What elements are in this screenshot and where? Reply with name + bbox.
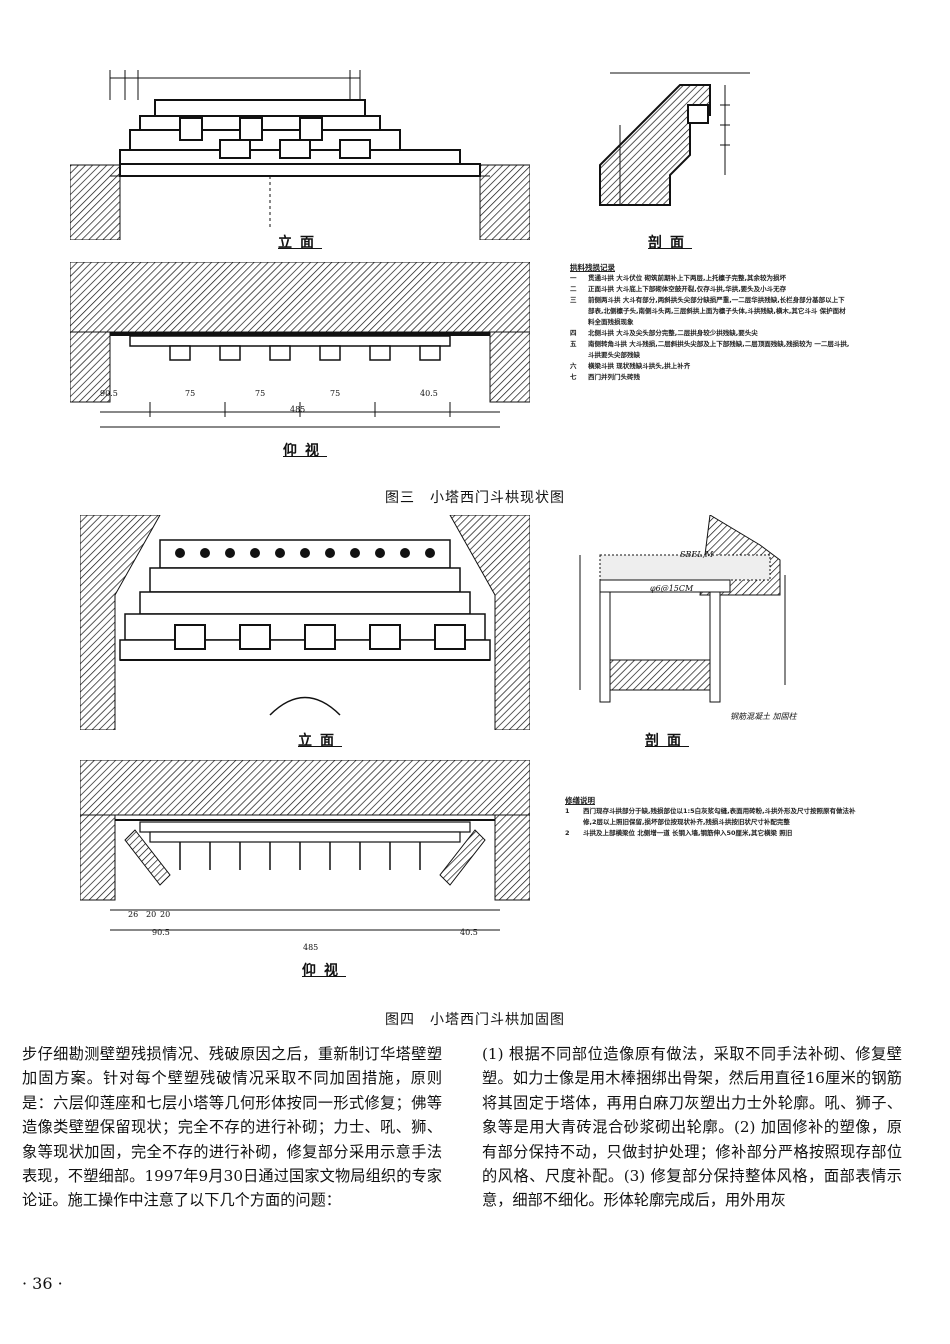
fig3-dim-mid-3: 75 (330, 389, 341, 398)
fig4-dim-right: 40.5 (460, 928, 478, 937)
fig3-caption: 图三 小塔西门斗栱现状图 (385, 490, 565, 506)
fig3-note-item: 三 前侧两斗拱 大斗有部分,两斜拱头尖部分缺损严重,一二层华拱残缺,长栏身部分基部… (570, 295, 850, 328)
note-num: 四 (570, 329, 577, 337)
fig3-plan-label: 仰视 (283, 443, 327, 459)
fig3-note-item: 六 横梁斗拱 现状残缺斗拱头,拱上补齐 (570, 361, 850, 372)
fig4-annotation-column: 钢筋混凝土 加固柱 (730, 712, 797, 721)
fig4-notes: 修缮说明 1 西门现存斗拱部分于缺,残损部位以1:5白灰浆勾缝,表面用砖粉,斗拱外… (565, 795, 865, 839)
note-num: 三 (570, 296, 577, 304)
fig4-notes-title: 修缮说明 (565, 796, 595, 805)
fig4-elevation-drawing (80, 515, 530, 730)
fig3-elevation-drawing (70, 60, 530, 240)
note-text: 前侧两斗拱 大斗有部分,两斜拱头尖部分缺损严重,一二层华拱残缺,长栏身部分基部以… (588, 296, 846, 326)
note-text: 正面斗拱 大斗底上下部砌体空鼓开裂,仅存斗拱,华拱,要头及小斗无存 (588, 285, 787, 293)
fig4-elevation-label: 立面 (298, 733, 342, 749)
fig4-plan-drawing (80, 760, 530, 940)
body-left-column: 步仔细勘测壁塑残损情况、残破原因之后，重新制订华塔壁塑加固方案。针对每个壁塑残破… (22, 1042, 442, 1213)
fig3-note-item: 五 南侧转角斗拱 大斗残损,二层斜拱头尖部及上下部残缺,二层顶面残缺,残损较为 一… (570, 339, 850, 361)
note-text: 南侧转角斗拱 大斗残损,二层斜拱头尖部及上下部残缺,二层顶面残缺,残损较为 一二… (588, 340, 850, 359)
fig4-dim-left: 90.5 (152, 928, 170, 937)
fig3-note-item: 一 贯通斗拱 大斗伏位 砌筑前期补上下两层,上托檩子完整,其余较为损坏 (570, 273, 850, 284)
note-text: 横梁斗拱 现状残缺斗拱头,拱上补齐 (588, 362, 691, 370)
note-num: 2 (565, 829, 570, 837)
fig4-note-item: 2 斗拱及上部横梁位 北侧增一道 长钢入墙,钢筋伸入50厘米,其它横梁 照旧 (565, 828, 865, 839)
fig3-note-item: 四 北侧斗拱 大斗及尖头部分完整,二层拱身较少拱残缺,要头尖 (570, 328, 850, 339)
note-num: 一 (570, 274, 577, 282)
fig4-dim-c: 20 (160, 910, 171, 919)
note-text: 北侧斗拱 大斗及尖头部分完整,二层拱身较少拱残缺,要头尖 (588, 329, 758, 337)
fig3-section-drawing (590, 65, 770, 215)
note-num: 六 (570, 362, 577, 370)
fig3-note-item: 二 正面斗拱 大斗底上下部砌体空鼓开裂,仅存斗拱,华拱,要头及小斗无存 (570, 284, 850, 295)
page-number: · 36 · (22, 1274, 63, 1293)
note-text: 西门并列门头砖残 (588, 373, 640, 381)
fig3-section-label: 剖面 (648, 235, 692, 251)
fig4-note-item: 1 西门现存斗拱部分于缺,残损部位以1:5白灰浆勾缝,表面用砖粉,斗拱外形及尺寸按… (565, 806, 865, 828)
fig3-notes: 拱料残损记录 一 贯通斗拱 大斗伏位 砌筑前期补上下两层,上托檩子完整,其余较为损… (570, 262, 850, 383)
fig3-dim-right: 40.5 (420, 389, 438, 398)
note-num: 二 (570, 285, 577, 293)
fig3-notes-title: 拱料残损记录 (570, 263, 615, 272)
body-right-paragraph: (1) 根据不同部位造像原有做法，采取不同手法补砌、修复壁塑。如力士像是用木棒捆… (482, 1045, 902, 1210)
body-right-column: (1) 根据不同部位造像原有做法，采取不同手法补砌、修复壁塑。如力士像是用木棒捆… (482, 1042, 902, 1213)
fig4-dim-b: 20 (146, 910, 157, 919)
fig3-dim-left: 90.5 (100, 389, 118, 398)
fig3-elevation-label: 立面 (278, 235, 322, 251)
fig3-dim-mid-1: 75 (185, 389, 196, 398)
note-num: 五 (570, 340, 577, 348)
note-text: 斗拱及上部横梁位 北侧增一道 长钢入墙,钢筋伸入50厘米,其它横梁 照旧 (583, 829, 793, 837)
fig4-section-drawing (560, 515, 800, 720)
fig4-dim-total: 485 (303, 943, 319, 952)
note-num: 七 (570, 373, 577, 381)
fig4-dim-a: 26 (128, 910, 139, 919)
fig3-note-item: 七 西门并列门头砖残 (570, 372, 850, 383)
note-text: 贯通斗拱 大斗伏位 砌筑前期补上下两层,上托檩子完整,其余较为损坏 (588, 274, 786, 282)
fig4-plan-label: 仰视 (302, 963, 346, 979)
fig4-section-label: 剖面 (645, 733, 689, 749)
fig4-caption: 图四 小塔西门斗栱加固图 (385, 1012, 565, 1028)
fig4-annotation-top: SBEL,M (680, 550, 714, 559)
body-left-paragraph: 步仔细勘测壁塑残损情况、残破原因之后，重新制订华塔壁塑加固方案。针对每个壁塑残破… (22, 1045, 442, 1210)
fig3-dim-total: 485 (290, 405, 306, 414)
fig3-dim-mid-2: 75 (255, 389, 266, 398)
fig4-annotation-rebar: φ6@15CM (650, 584, 694, 593)
fig3-plan-drawing (70, 262, 530, 437)
note-text: 西门现存斗拱部分于缺,残损部位以1:5白灰浆勾缝,表面用砖粉,斗拱外形及尺寸按照… (583, 807, 856, 826)
note-num: 1 (565, 807, 570, 815)
